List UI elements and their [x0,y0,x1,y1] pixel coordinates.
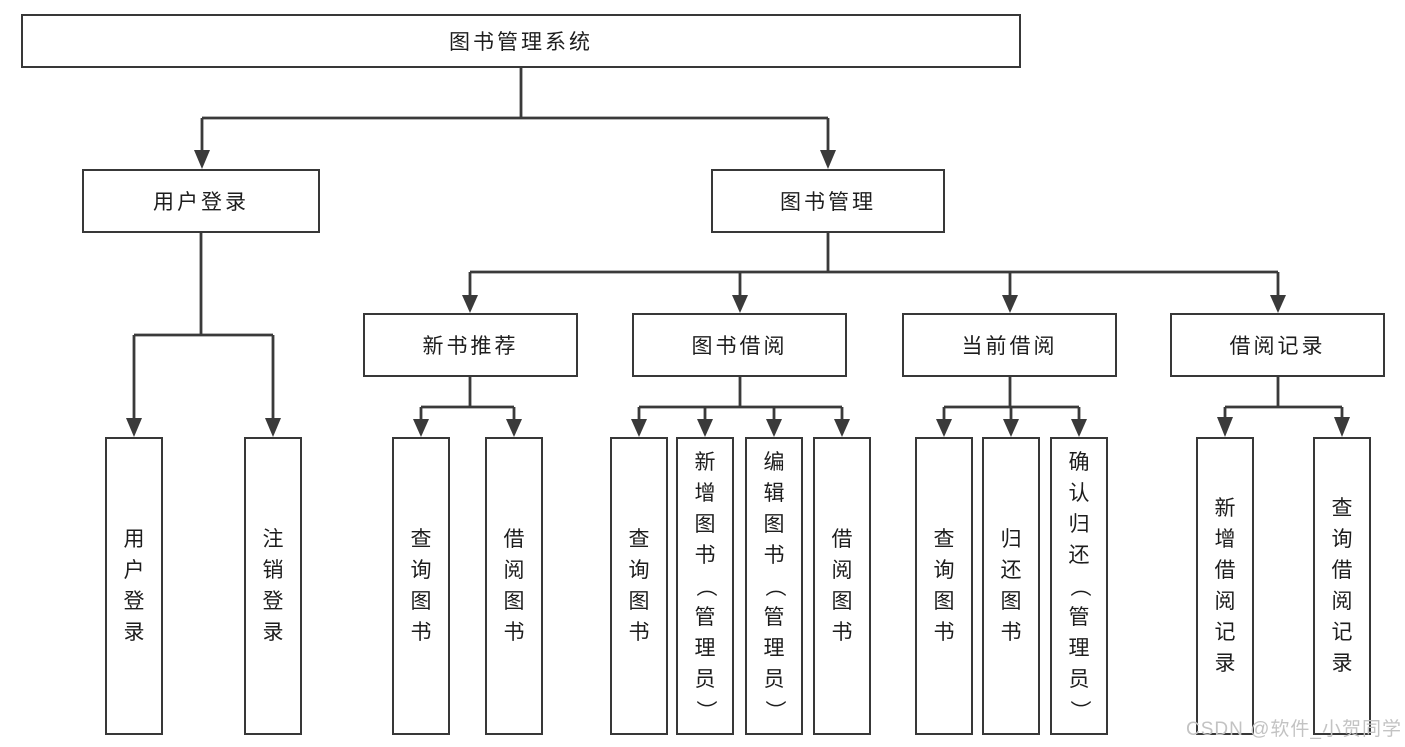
leaf-query-borrow-record: 查询借阅记录 [1313,437,1371,735]
connector-root [200,68,830,151]
leaf-confirm-return-admin: 确认归还（管理员） [1050,437,1108,735]
leaf-user-login: 用户登录 [105,437,163,735]
leaf-return-book: 归还图书 [982,437,1040,735]
csdn-watermark: CSDN @软件_小贺同学 [1186,719,1402,740]
leaf-borrow-books-recommend: 借阅图书 [485,437,543,735]
leaf-query-books-borrow: 查询图书 [610,437,668,735]
arrowhead [506,419,522,437]
node-current-borrow: 当前借阅 [902,313,1117,377]
arrowhead [413,419,429,437]
arrowhead [126,418,142,437]
node-new-book-recommend: 新书推荐 [363,313,578,377]
connector-current-borrow [942,377,1081,420]
arrowhead [1071,419,1087,437]
arrowhead [697,419,713,437]
arrowhead [1270,295,1286,313]
node-root-system: 图书管理系统 [21,14,1021,68]
node-borrow-records: 借阅记录 [1170,313,1385,377]
arrowhead [1334,417,1350,437]
arrowhead [462,295,478,313]
connector-new-book [419,377,516,420]
arrowhead [1003,419,1019,437]
leaf-add-borrow-record: 新增借阅记录 [1196,437,1254,735]
leaf-borrow-books: 借阅图书 [813,437,871,735]
arrowhead [732,295,748,313]
node-user-login: 用户登录 [82,169,320,233]
arrowhead [265,418,281,437]
connector-book-borrow [637,377,844,420]
node-book-borrow: 图书借阅 [632,313,847,377]
arrowhead [936,419,952,437]
arrowhead [766,419,782,437]
leaf-logout-login: 注销登录 [244,437,302,735]
leaf-query-books-current: 查询图书 [915,437,973,735]
leaf-edit-book-admin: 编辑图书（管理员） [745,437,803,735]
leaf-add-book-admin: 新增图书（管理员） [676,437,734,735]
arrowhead [194,150,210,169]
node-book-management: 图书管理 [711,169,945,233]
arrowhead [631,419,647,437]
connector-borrow-records [1223,377,1344,420]
leaf-query-books-recommend: 查询图书 [392,437,450,735]
arrowhead [834,419,850,437]
connector-book-management [468,233,1280,296]
connector-user-login [132,233,275,419]
arrowhead [1217,417,1233,437]
arrowhead [1002,295,1018,313]
arrowhead [820,150,836,169]
